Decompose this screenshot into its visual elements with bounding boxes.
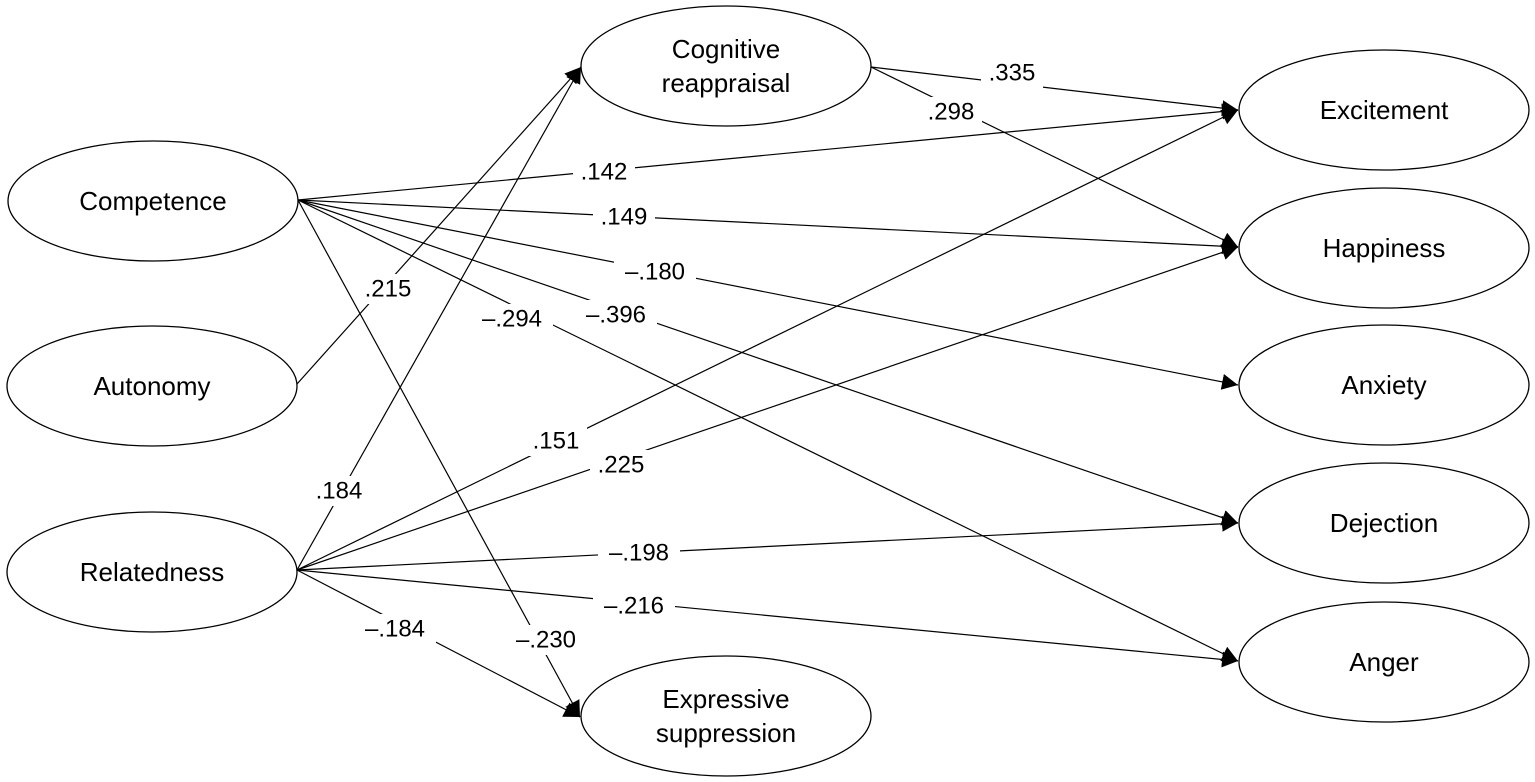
- coefficient-background: [598, 538, 680, 568]
- coefficient-background: [471, 304, 553, 334]
- node-ellipse: [6, 511, 298, 633]
- arrow-cognitive-to-excitement: [870, 66, 1239, 117]
- arrow-competence-to-happiness: [297, 199, 1239, 255]
- node-ellipse: [1238, 49, 1530, 171]
- node-expressive-suppression: Expressive suppression: [580, 655, 872, 777]
- path-arrows: [296, 66, 1239, 718]
- node-label: suppression: [656, 718, 796, 748]
- coefficient-cognitive-to-excitement: .335: [981, 58, 1043, 88]
- node-cognitive-reappraisal: Cognitive reappraisal: [580, 5, 872, 127]
- coefficient-background: [920, 97, 982, 127]
- node-label: Autonomy: [93, 371, 210, 401]
- node-label: Happiness: [1323, 233, 1446, 263]
- node-ellipse: [1238, 462, 1530, 584]
- arrow-competence-to-anger: [297, 199, 1239, 662]
- node-label: Anxiety: [1341, 370, 1426, 400]
- coefficient-autonomy-to-cognitive: .215: [357, 274, 419, 304]
- coefficient-background: [614, 257, 696, 287]
- coefficient-background: [593, 591, 675, 621]
- node-label: Relatedness: [80, 557, 225, 587]
- arrow-cognitive-to-happiness: [870, 66, 1239, 248]
- coefficient-value: .184: [316, 478, 363, 505]
- coefficient-competence-to-excitement: .142: [573, 157, 635, 187]
- arrow-competence-to-anxiety: [297, 199, 1239, 390]
- node-anxiety: Anxiety: [1238, 324, 1530, 446]
- node-label: reappraisal: [662, 68, 791, 98]
- node-ellipse: [7, 140, 299, 262]
- coefficient-background: [505, 625, 587, 655]
- coefficient-competence-to-anger: –.294: [471, 304, 553, 334]
- coefficient-background: [590, 450, 652, 480]
- node-ellipse: [1238, 324, 1530, 446]
- node-competence: Competence: [7, 140, 299, 262]
- coefficient-background: [308, 476, 370, 506]
- coefficient-value: –.230: [516, 627, 576, 654]
- coefficient-value: .142: [581, 159, 628, 186]
- coefficient-competence-to-happiness: .149: [593, 202, 655, 232]
- coefficient-competence-to-suppression: –.230: [505, 625, 587, 655]
- coefficient-background: [573, 157, 635, 187]
- coefficient-value: .225: [598, 452, 645, 479]
- node-ellipse: [1238, 187, 1530, 309]
- node-label: Anger: [1349, 647, 1419, 677]
- coefficient-value: –.294: [482, 306, 542, 333]
- coefficient-value: .149: [601, 204, 648, 231]
- arrow-relatedness-to-suppression: [296, 569, 581, 718]
- coefficient-background: [981, 58, 1043, 88]
- coefficient-background: [357, 274, 419, 304]
- coefficient-relatedness-to-cognitive: .184: [308, 476, 370, 506]
- coefficient-value: –.180: [625, 259, 685, 286]
- coefficient-relatedness-to-suppression: –.184: [354, 614, 436, 644]
- node-excitement: Excitement: [1238, 49, 1530, 171]
- node-dejection: Dejection: [1238, 462, 1530, 584]
- coefficient-cognitive-to-happiness: .298: [920, 97, 982, 127]
- node-label: Competence: [79, 186, 226, 216]
- coefficient-value: –.184: [365, 616, 425, 643]
- node-ellipse: [1238, 601, 1530, 723]
- coefficient-value: –.396: [586, 302, 646, 329]
- node-relatedness: Relatedness: [6, 511, 298, 633]
- node-ellipse: [580, 5, 872, 127]
- arrow-relatedness-to-happiness: [296, 244, 1239, 571]
- coefficient-competence-to-anxiety: –.180: [614, 257, 696, 287]
- node-anger: Anger: [1238, 601, 1530, 723]
- coefficient-background: [575, 300, 657, 330]
- arrow-relatedness-to-dejection: [296, 515, 1239, 571]
- coefficient-background: [354, 614, 436, 644]
- node-autonomy: Autonomy: [6, 325, 298, 447]
- node-label: Excitement: [1320, 95, 1449, 125]
- coefficient-value: –.198: [609, 540, 669, 567]
- arrow-relatedness-to-anger: [296, 569, 1239, 668]
- coefficient-relatedness-to-happiness: .225: [590, 450, 652, 480]
- arrow-autonomy-to-cognitive: [296, 66, 582, 385]
- coefficient-value: .215: [365, 276, 412, 303]
- coefficient-value: .298: [928, 99, 975, 126]
- coefficient-value: –.216: [604, 593, 664, 620]
- node-label: Expressive: [662, 684, 789, 714]
- coefficient-competence-to-dejection: –.396: [575, 300, 657, 330]
- node-label: Dejection: [1330, 508, 1438, 538]
- arrow-competence-to-dejection: [297, 199, 1239, 526]
- coefficient-relatedness-to-anger: –.216: [593, 591, 675, 621]
- coefficient-relatedness-to-excitement: .151: [525, 426, 587, 456]
- arrow-competence-to-excitement: [297, 103, 1239, 201]
- node-ellipse: [6, 325, 298, 447]
- node-happiness: Happiness: [1238, 187, 1530, 309]
- coefficient-background: [525, 426, 587, 456]
- node-label: Cognitive: [672, 34, 780, 64]
- path-coefficients: .335 .298 .142 .149 –.180 –.396 –.294 –.230 .215…: [308, 58, 1043, 655]
- coefficient-background: [593, 202, 655, 232]
- node-ellipse: [580, 655, 872, 777]
- coefficient-value: .335: [989, 60, 1036, 87]
- coefficient-value: .151: [533, 428, 580, 455]
- coefficient-relatedness-to-dejection: –.198: [598, 538, 680, 568]
- arrow-relatedness-to-excitement: [296, 109, 1239, 571]
